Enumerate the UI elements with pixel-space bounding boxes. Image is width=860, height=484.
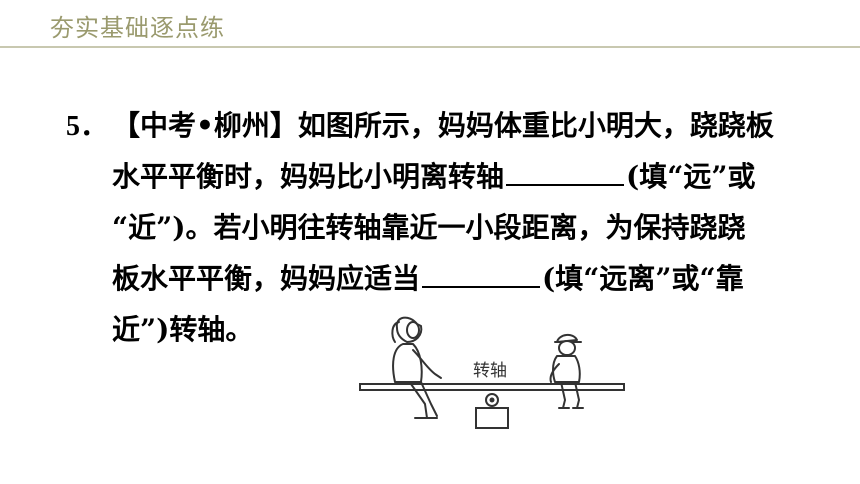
boy-figure-icon xyxy=(549,334,584,409)
pivot-icon xyxy=(475,393,509,429)
question-line-1: 【中考•柳州】如图所示，妈妈体重比小明大，跷跷板 xyxy=(112,109,774,142)
pivot-label: 转轴 xyxy=(473,361,507,381)
question-line-3: “近”)。若小明往转轴靠近一小段距离，为保持跷跷 xyxy=(112,211,746,244)
page-header-title: 夯实基础逐点练 xyxy=(50,14,225,42)
header-divider xyxy=(0,46,860,48)
answer-blank-2[interactable] xyxy=(422,262,541,288)
mother-figure-icon xyxy=(391,316,442,419)
seesaw-figure: 转轴 xyxy=(359,316,625,429)
question-line-2-text-a: 水平平衡时，妈妈比小明离转轴 xyxy=(112,160,505,193)
question-line-4-text-a: 板水平平衡，妈妈应适当 xyxy=(112,262,421,295)
question-line-2: 水平平衡时，妈妈比小明离转轴 (填“远”或 xyxy=(112,155,755,195)
question-line-4-text-b: (填“远离”或“靠 xyxy=(542,262,744,295)
answer-blank-1[interactable] xyxy=(506,160,625,186)
question-line-4: 板水平平衡，妈妈应适当 (填“远离”或“靠 xyxy=(112,257,744,297)
question-number: 5． xyxy=(66,111,109,142)
question-line-2-text-b: (填“远”或 xyxy=(626,160,756,193)
question-line-5: 近”)转轴。 xyxy=(112,313,254,346)
seesaw-board xyxy=(359,383,625,391)
